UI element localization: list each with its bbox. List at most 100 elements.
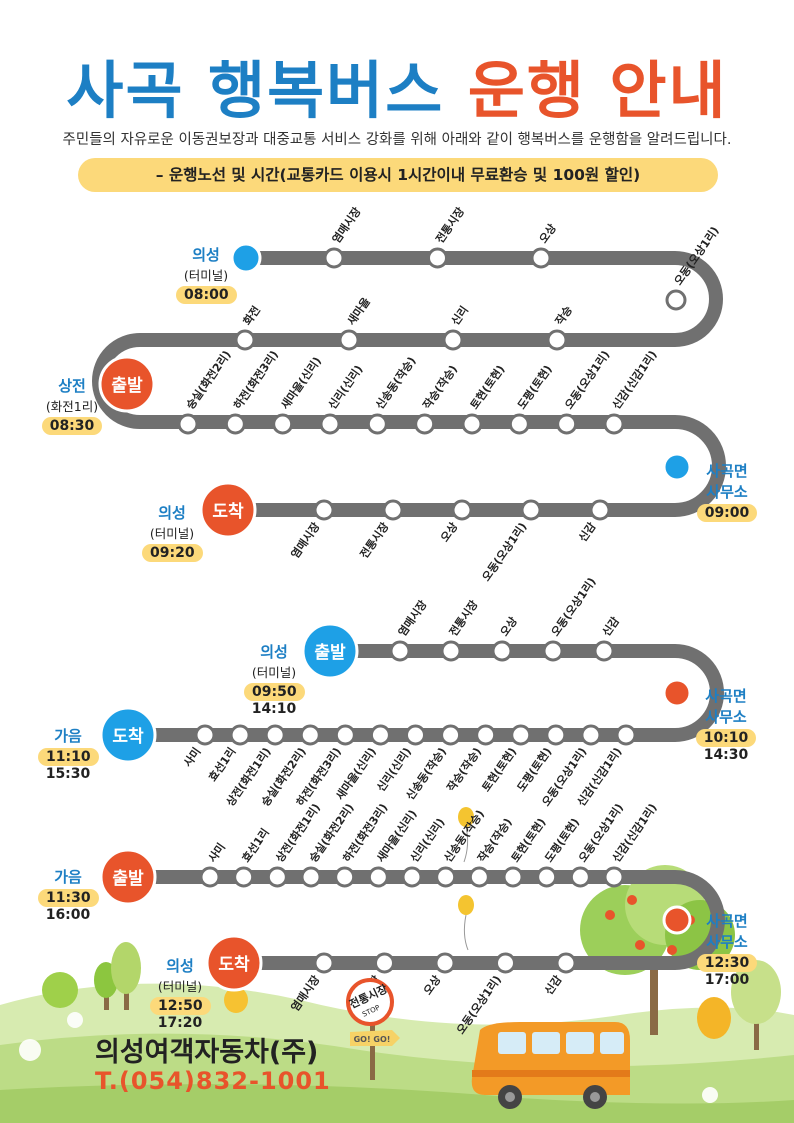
stop-label: 화전 [240, 303, 263, 328]
stop-label: 효선1리 [205, 745, 238, 784]
r2-office-time1: 10:10 [695, 729, 757, 747]
bus-stop-marker [382, 499, 404, 521]
bus-stop-marker [520, 499, 542, 521]
badge-depart-r3: 출발 [99, 848, 157, 906]
r1-office-label: 사곡면 사무소 09:00 [696, 460, 758, 522]
bus-stop-marker [313, 499, 335, 521]
stop-label: 토현(토현) [479, 745, 519, 794]
bus-stop-marker [615, 724, 637, 746]
badge-arrive-r2-label: 도착 [112, 727, 144, 747]
bus-stop-marker [440, 724, 462, 746]
bus-stop-marker [234, 329, 256, 351]
r2-end-label: 가음 11:10 15:30 [38, 725, 99, 782]
badge-arrive-r1: 도착 [199, 481, 257, 539]
route2-line [121, 644, 724, 742]
bus-stop-marker [338, 329, 360, 351]
stop-label: 오상 [497, 614, 520, 639]
r1-depart-time: 08:30 [41, 417, 103, 435]
bus-stop-marker [414, 413, 436, 435]
bus-illustration [471, 1022, 630, 1109]
stop-label: 오동(오상1리) [479, 520, 530, 584]
bus-stop-marker [508, 413, 530, 435]
r3-depart-time1: 11:30 [38, 889, 99, 907]
bus-stop-marker [367, 866, 389, 888]
bus-stop-sign: 전통시장 STOP GO! GO! [346, 978, 400, 1080]
bus-stop-marker [580, 724, 602, 746]
bus-stop-marker [264, 724, 286, 746]
stop-label: 도평(토현) [514, 745, 554, 794]
r3-office-label: 사곡면 사무소 12:30 17:00 [696, 910, 758, 988]
r3-end-place: 의성 [166, 957, 194, 975]
company-name: 의성여객자동차(주) [95, 1037, 319, 1068]
r2-office-place1: 사곡면 [705, 687, 747, 705]
bus-stop-marker [530, 247, 552, 269]
badge-depart-r2: 출발 [301, 622, 359, 680]
r2-office-label: 사곡면 사무소 10:10 14:30 [695, 685, 757, 763]
bus-stop-marker [401, 866, 423, 888]
bus-stop-marker [266, 866, 288, 888]
bus-stop-marker [502, 866, 524, 888]
badge-depart-r1: 출발 [98, 355, 156, 413]
stop-label: 작승 [552, 303, 575, 328]
r3-office-place2: 사무소 [706, 933, 748, 951]
stop-label: 작승(작승) [420, 362, 460, 411]
r1-office-place2: 사무소 [706, 483, 748, 501]
bus-stop-marker [546, 329, 568, 351]
bus-stop-marker [510, 724, 532, 746]
bus-stop-marker [475, 724, 497, 746]
r1-office-place1: 사곡면 [706, 462, 748, 480]
stop-label: 전통시장 [432, 205, 467, 246]
intro-text: 주민들의 자유로운 이동권보장과 대중교통 서비스 강화를 위해 아래와 같이 … [62, 132, 732, 148]
bus-stop-marker [405, 724, 426, 746]
stop-label: 전통시장 [357, 520, 392, 561]
bus-stop-marker [442, 329, 464, 351]
r2-depart-place: 의성 [260, 643, 288, 661]
badge-depart-r2-label: 출발 [314, 643, 346, 663]
r3-office-place1: 사곡면 [706, 912, 748, 930]
r2-end-time1: 11:10 [38, 748, 99, 766]
badge-arrive-r3: 도착 [205, 934, 263, 992]
bus-stop-marker [369, 724, 391, 746]
r1-end-place: 의성 [158, 504, 186, 522]
stop-label: 오동(오상1리) [562, 348, 613, 412]
bus-stop-marker [556, 413, 578, 435]
bus-stop-marker [299, 724, 321, 746]
bus-stop-marker [569, 866, 591, 888]
r1-start-label: 의성 (터미널) 08:00 [176, 244, 237, 304]
route3-line [121, 870, 725, 970]
r1-end-sub: (터미널) [149, 526, 195, 541]
r3-depart-time2: 16:00 [45, 907, 91, 923]
bus-stop-marker [555, 952, 577, 974]
r1-start-sub: (터미널) [183, 268, 229, 283]
stop-label: 하전(화전3리) [230, 348, 281, 412]
badge-arrive-r1-label: 도착 [212, 502, 244, 522]
stop-label: 신감(신감1리) [609, 348, 660, 412]
bus-stop-marker [434, 952, 456, 974]
landscape-illustration [0, 807, 794, 1123]
badge-arrive-r2: 도착 [99, 706, 157, 764]
r1-end-label: 의성 (터미널) 09:20 [142, 502, 203, 562]
stop-label: 숭실(화전2리) [183, 348, 234, 412]
stop-sagok-office-r3 [662, 905, 692, 935]
stop-sagok-office-r1 [662, 452, 692, 482]
stop-label: 신감 [541, 973, 564, 998]
r1-start-time: 08:00 [176, 286, 237, 304]
r2-depart-time2: 14:10 [251, 701, 297, 717]
bus-stop-marker [199, 866, 221, 888]
bus-stop-marker [542, 640, 564, 662]
r3-end-label: 의성 (터미널) 12:50 17:20 [150, 955, 211, 1031]
stop-label: 신감 [599, 614, 622, 639]
r1-depart-place: 상전 [58, 377, 86, 395]
stop-label: 토현(토현) [467, 362, 507, 411]
bus-stop-marker [313, 952, 335, 974]
bus-stop-marker [229, 724, 251, 746]
r1-depart-label: 상전 (화전1리) 08:30 [36, 375, 108, 435]
stop-label: 새마을(신리) [278, 354, 324, 412]
bus-stop-marker [427, 247, 448, 269]
bus-stop-marker [495, 952, 516, 974]
bus-stop-marker [319, 413, 341, 435]
stop-label: 작승(작승) [444, 745, 484, 794]
bus-stop-marker [545, 724, 567, 746]
stop-label: 신감 [575, 520, 598, 545]
badge-depart-r1-label: 출발 [111, 376, 143, 396]
